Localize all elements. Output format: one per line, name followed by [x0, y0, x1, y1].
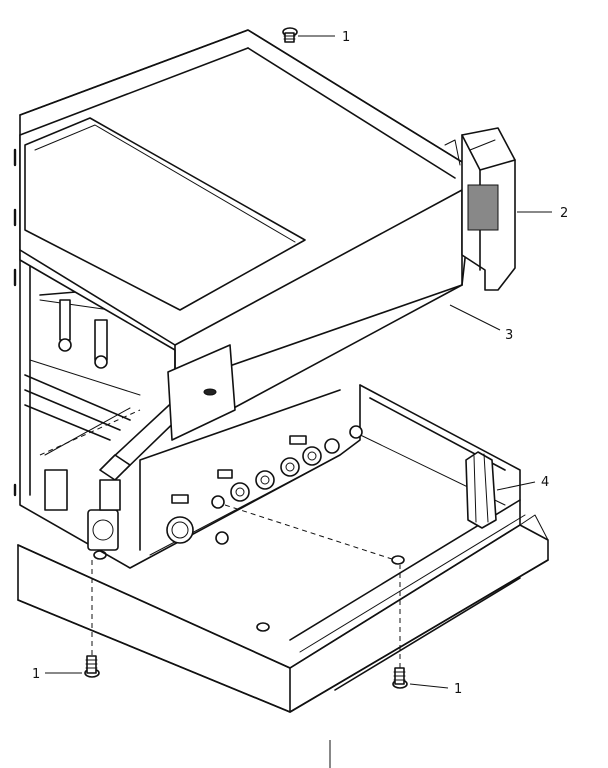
callout-2: 2 [560, 206, 568, 221]
screw-icon [282, 27, 298, 43]
screw-icon [392, 667, 408, 689]
bracket-foam-pad [467, 184, 499, 231]
callout-1-right: 1 [454, 682, 462, 697]
bottom-cover [17, 384, 549, 713]
screw-icon [84, 655, 100, 678]
alignment-lines [39, 409, 401, 768]
top-cover [19, 29, 476, 441]
side-bracket [461, 127, 516, 291]
callout-1-top: 1 [342, 30, 350, 45]
callout-leaders [45, 35, 552, 689]
callout-3: 3 [505, 328, 513, 343]
callout-1-left: 1 [32, 667, 40, 682]
callout-4: 4 [541, 475, 549, 490]
